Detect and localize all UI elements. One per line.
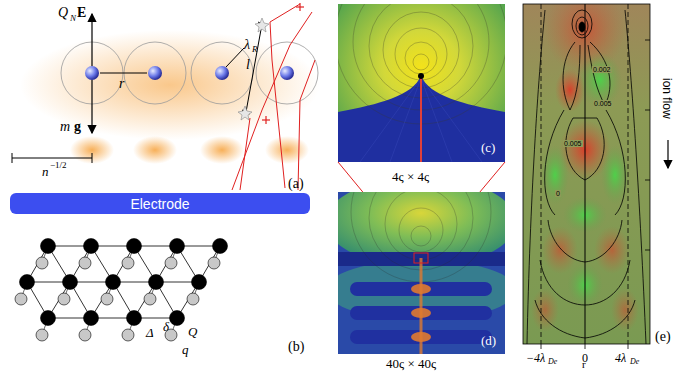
grain-dot [149,275,164,290]
contour-label: 0.005 [563,140,583,147]
lattice-label: δ [163,320,169,333]
force-label: g [74,120,81,134]
axis-subscript: De [630,358,639,366]
axis-tick: 4λ [615,352,626,364]
grain-dot [127,239,142,254]
panel-c [338,4,505,162]
panel-label: (c) [481,141,495,154]
panel-d [338,192,505,354]
panel-label: (d) [481,334,496,347]
grain-dot [122,329,134,341]
grain-dot [20,275,35,290]
grain-dot [15,293,27,305]
length-label: l [246,58,250,72]
grain-dot [122,257,134,269]
distance-label: r [119,77,124,91]
spacing-label: n [42,165,49,178]
length-subscript: R [252,45,258,54]
panel-a [12,3,320,190]
panel-label: (e) [655,330,671,344]
grain-dot [58,293,70,305]
scale-label: 4ς × 4ς [392,170,429,183]
length-label: λ [244,38,250,52]
force-label: Q [58,6,68,20]
grain-dot [192,275,207,290]
lattice-label: Δ [146,326,154,339]
node-label: Electrode [130,196,189,212]
force-label: m [60,120,70,134]
axis-label: r [582,359,586,370]
grain-dot [84,311,99,326]
grain-dot [63,275,78,290]
grain-dot [165,257,177,269]
force-subscript: N [70,14,76,23]
grain-dot [36,257,48,269]
grain-dot [127,311,142,326]
grain-dot [79,329,91,341]
panel-b [15,239,228,342]
electrode-bar: Electrode [10,193,310,214]
grain-dot [101,293,113,305]
panel-e [523,4,650,344]
force-label: E [77,6,86,20]
spacing-exponent: −1/2 [50,161,67,170]
grain-dot [36,329,48,341]
contour-label: 0.002 [592,66,612,73]
axis-tick: −4λ [526,352,545,364]
grain-dot [79,257,91,269]
grain-dot [208,257,220,269]
contour-label: 0.005 [593,100,613,107]
grain-dot [187,293,199,305]
grain-dot [170,239,185,254]
flow-label: ion flow [661,78,673,119]
contour-label: 0 [555,190,561,197]
scale-label: 40ς × 40ς [386,357,436,370]
grain-dot [170,311,185,326]
grain-dot [213,239,228,254]
axis-subscript: De [548,358,557,366]
grain-dot [41,311,56,326]
grain-dot [106,275,121,290]
lattice-label: q [182,343,189,356]
lattice-label: Q [188,325,197,338]
panel-label: (a) [288,177,304,191]
grain-dot [84,239,99,254]
panel-label: (b) [288,340,304,354]
grain-dot [41,239,56,254]
grain-dot [144,293,156,305]
